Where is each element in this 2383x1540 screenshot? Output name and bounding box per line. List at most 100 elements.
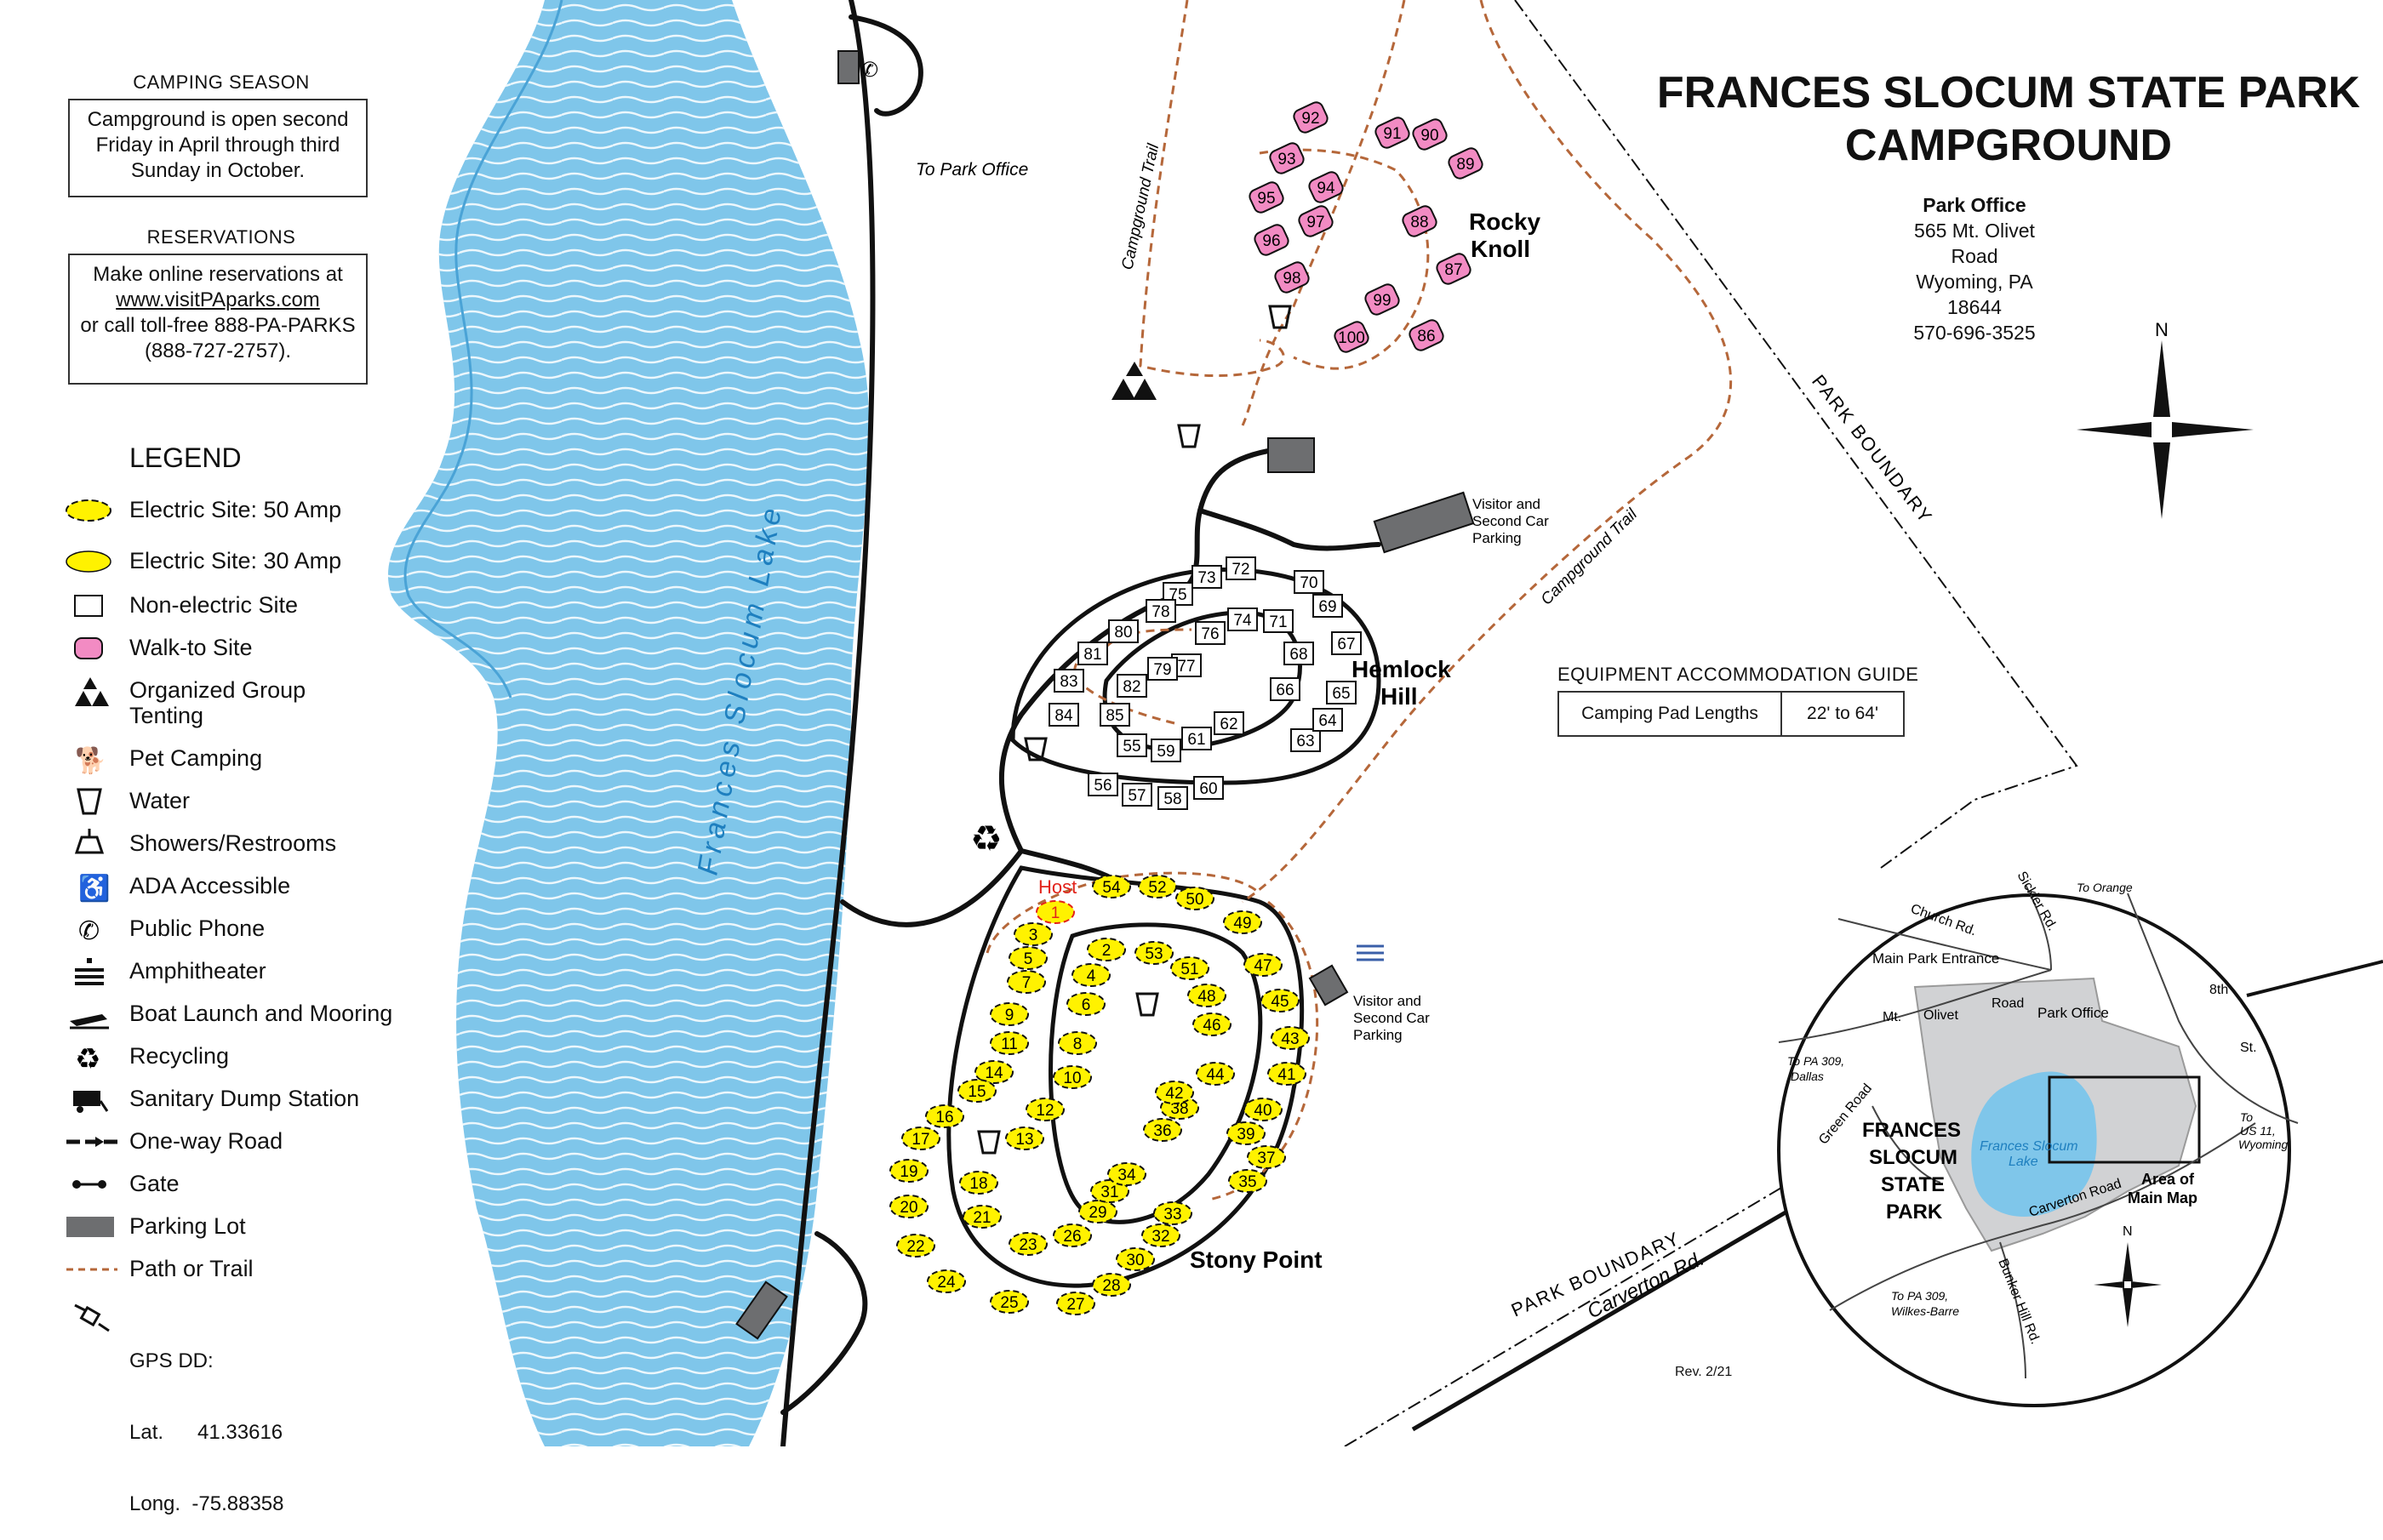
campsite-51[interactable]: 51: [1170, 956, 1209, 980]
campsite-63[interactable]: 63: [1290, 728, 1321, 752]
campsite-48[interactable]: 48: [1187, 984, 1226, 1007]
campsite-89[interactable]: 89: [1447, 146, 1484, 181]
campsite-47[interactable]: 47: [1243, 953, 1283, 977]
campsite-68[interactable]: 68: [1283, 642, 1314, 665]
campsite-59[interactable]: 59: [1151, 739, 1181, 762]
campsite-9[interactable]: 9: [990, 1002, 1029, 1026]
campsite-56[interactable]: 56: [1088, 773, 1118, 796]
campsite-97[interactable]: 97: [1297, 204, 1334, 239]
campsite-84[interactable]: 84: [1049, 703, 1079, 727]
campsite-93[interactable]: 93: [1268, 141, 1306, 176]
campsite-52[interactable]: 52: [1138, 875, 1177, 898]
campsite-37[interactable]: 37: [1247, 1145, 1286, 1169]
campsite-67[interactable]: 67: [1331, 631, 1362, 655]
campsite-1[interactable]: 1: [1036, 900, 1075, 924]
campsite-31[interactable]: 31: [1090, 1179, 1129, 1203]
campsite-41[interactable]: 41: [1267, 1062, 1306, 1086]
campsite-53[interactable]: 53: [1134, 941, 1174, 965]
campsite-87[interactable]: 87: [1435, 252, 1472, 287]
campsite-64[interactable]: 64: [1312, 708, 1343, 732]
campsite-96[interactable]: 96: [1253, 223, 1290, 258]
campsite-25[interactable]: 25: [990, 1290, 1029, 1314]
campsite-42[interactable]: 42: [1155, 1081, 1194, 1104]
campsite-24[interactable]: 24: [927, 1269, 966, 1293]
campsite-62[interactable]: 62: [1214, 711, 1244, 735]
campsite-8[interactable]: 8: [1058, 1031, 1097, 1055]
legend-label: Electric Site: 30 Amp: [129, 548, 342, 573]
campsite-3[interactable]: 3: [1014, 922, 1053, 946]
campsite-17[interactable]: 17: [901, 1126, 940, 1150]
campsite-55[interactable]: 55: [1117, 733, 1147, 757]
campsite-86[interactable]: 86: [1408, 318, 1445, 353]
campsite-50[interactable]: 50: [1175, 887, 1214, 910]
campsite-76[interactable]: 76: [1195, 621, 1226, 645]
campsite-45[interactable]: 45: [1260, 989, 1300, 1012]
campsite-16[interactable]: 16: [925, 1104, 964, 1128]
campsite-90[interactable]: 90: [1411, 117, 1449, 152]
campsite-82[interactable]: 82: [1117, 674, 1147, 698]
campsite-100[interactable]: 100: [1333, 320, 1370, 355]
campsite-69[interactable]: 69: [1312, 594, 1343, 618]
campsite-34[interactable]: 34: [1107, 1162, 1146, 1186]
campsite-21[interactable]: 21: [963, 1205, 1002, 1229]
campsite-74[interactable]: 74: [1227, 607, 1258, 631]
campsite-18[interactable]: 18: [959, 1171, 998, 1195]
campsite-57[interactable]: 57: [1122, 783, 1152, 807]
campsite-54[interactable]: 54: [1092, 875, 1131, 898]
campsite-32[interactable]: 32: [1141, 1223, 1180, 1247]
campsite-14[interactable]: 14: [974, 1060, 1014, 1084]
campsite-43[interactable]: 43: [1271, 1026, 1310, 1050]
campsite-92[interactable]: 92: [1292, 100, 1329, 135]
campsite-27[interactable]: 27: [1056, 1292, 1095, 1315]
campsite-28[interactable]: 28: [1092, 1273, 1131, 1297]
campsite-33[interactable]: 33: [1153, 1201, 1192, 1225]
campsite-99[interactable]: 99: [1363, 282, 1401, 317]
campsite-10[interactable]: 10: [1053, 1065, 1092, 1089]
campsite-7[interactable]: 7: [1007, 970, 1046, 994]
campsite-73[interactable]: 73: [1192, 565, 1222, 589]
campsite-13[interactable]: 13: [1005, 1126, 1044, 1150]
campsite-number: 43: [1281, 1030, 1299, 1048]
campsite-88[interactable]: 88: [1401, 204, 1438, 239]
campsite-71[interactable]: 71: [1263, 609, 1294, 633]
campsite-85[interactable]: 85: [1100, 703, 1130, 727]
campsite-72[interactable]: 72: [1226, 556, 1256, 580]
campsite-79[interactable]: 79: [1147, 657, 1178, 681]
campsite-80[interactable]: 80: [1108, 619, 1139, 643]
campsite-12[interactable]: 12: [1026, 1098, 1065, 1121]
campsite-26[interactable]: 26: [1053, 1223, 1092, 1247]
campsite-70[interactable]: 70: [1294, 570, 1324, 594]
campsite-35[interactable]: 35: [1228, 1169, 1267, 1193]
campsite-40[interactable]: 40: [1243, 1098, 1283, 1121]
campsite-44[interactable]: 44: [1196, 1062, 1235, 1086]
campsite-60[interactable]: 60: [1193, 776, 1224, 800]
campsite-65[interactable]: 65: [1326, 681, 1357, 704]
campsite-4[interactable]: 4: [1071, 963, 1111, 987]
campsite-81[interactable]: 81: [1077, 642, 1108, 665]
campsite-58[interactable]: 58: [1157, 786, 1188, 810]
campsite-78[interactable]: 78: [1146, 599, 1176, 623]
campsite-11[interactable]: 11: [990, 1031, 1029, 1055]
campsite-39[interactable]: 39: [1226, 1121, 1266, 1145]
campsite-66[interactable]: 66: [1270, 677, 1300, 701]
campsite-15[interactable]: 15: [957, 1079, 997, 1103]
campsite-91[interactable]: 91: [1374, 116, 1411, 151]
campsite-83[interactable]: 83: [1054, 669, 1084, 693]
campsite-94[interactable]: 94: [1307, 170, 1345, 205]
campsite-98[interactable]: 98: [1273, 260, 1311, 295]
campsite-19[interactable]: 19: [889, 1159, 929, 1183]
campsite-36[interactable]: 36: [1143, 1118, 1182, 1142]
campsite-46[interactable]: 46: [1192, 1012, 1232, 1036]
campsite-95[interactable]: 95: [1248, 180, 1285, 215]
campsite-49[interactable]: 49: [1223, 910, 1262, 934]
campsite-30[interactable]: 30: [1116, 1247, 1155, 1271]
reservations-link[interactable]: www.visitPAparks.com: [116, 288, 320, 311]
campsite-22[interactable]: 22: [896, 1234, 935, 1258]
campsite-5[interactable]: 5: [1009, 946, 1048, 970]
campsite-2[interactable]: 2: [1087, 938, 1126, 961]
campsite-20[interactable]: 20: [889, 1195, 929, 1218]
campsite-23[interactable]: 23: [1009, 1232, 1048, 1256]
campsite-61[interactable]: 61: [1181, 727, 1212, 750]
campsite-6[interactable]: 6: [1066, 992, 1106, 1016]
campsite-29[interactable]: 29: [1078, 1200, 1117, 1223]
